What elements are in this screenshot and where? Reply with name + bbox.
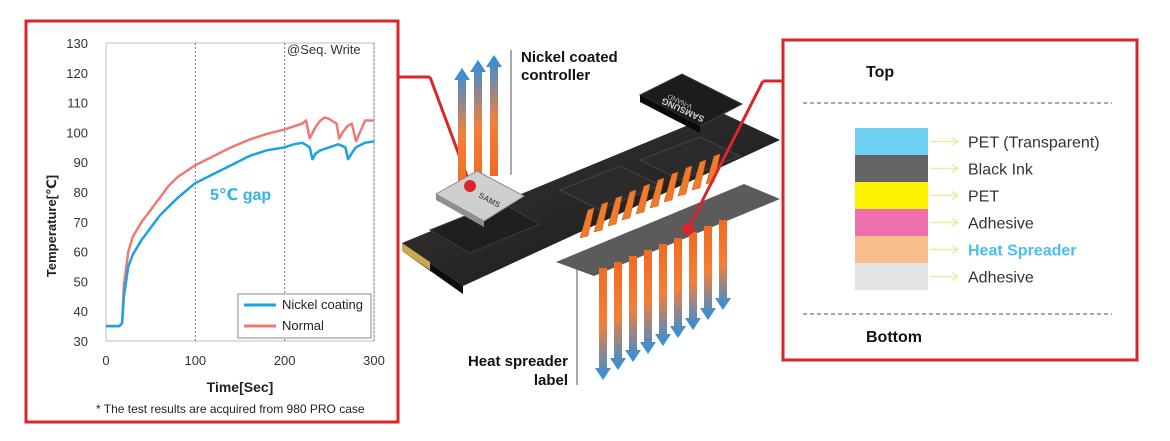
heat-arrow-down <box>655 244 671 346</box>
heat-spreader-fin <box>607 195 623 227</box>
layer-arrow-icon <box>930 271 960 282</box>
layer-label: PET <box>968 189 999 206</box>
gridlines <box>194 43 375 341</box>
layers-frame <box>781 38 1139 362</box>
heat-arrows-up <box>454 55 502 190</box>
heat-spreader-fin <box>593 201 609 233</box>
series-lines <box>106 116 375 328</box>
y-tick-label: 90 <box>74 155 88 170</box>
controller-chip: SAMS <box>434 170 525 227</box>
heat-spreader-fin <box>621 189 637 221</box>
layer-swatch <box>855 263 928 290</box>
heat-spreader-fin <box>635 183 651 215</box>
layer-arrow-icon <box>930 163 960 174</box>
heat-spreader-fin <box>579 207 595 239</box>
heat-arrow-up <box>470 60 486 182</box>
y-tick-label: 30 <box>74 334 88 349</box>
heat-arrow-up <box>486 55 502 176</box>
heat-arrow-down <box>700 226 716 320</box>
x-tick-labels: 0 100 200 300 <box>102 353 384 368</box>
layer-swatch <box>855 236 928 263</box>
layer-arrow-icon <box>930 244 960 255</box>
y-tick-label: 110 <box>67 96 88 111</box>
heat-arrow-up <box>454 68 470 190</box>
heat-arrow-down <box>670 238 686 338</box>
plot-area: 30 40 50 60 70 80 90 100 110 120 130 0 100 200 300 <box>66 36 385 368</box>
y-tick-label: 60 <box>74 245 88 260</box>
y-tick-label: 130 <box>66 36 88 51</box>
m2-connector <box>402 243 430 270</box>
y-tick-label: 70 <box>74 215 88 230</box>
heat-spreader-sheet <box>556 184 780 276</box>
layer-swatch <box>855 128 928 155</box>
layer-label: Adhesive <box>968 216 1034 233</box>
heat-arrow-down <box>685 232 701 330</box>
callout-connector-right <box>686 79 782 230</box>
pcb-components <box>428 136 742 254</box>
layer-label: Black Ink <box>968 162 1034 179</box>
layer-label: Heat Spreader <box>968 243 1077 260</box>
heat-arrow-down <box>595 268 611 380</box>
plot-background <box>105 42 375 342</box>
layer-swatch <box>855 209 928 236</box>
y-tick-label: 40 <box>74 304 88 319</box>
layer-arrow-icon <box>930 190 960 201</box>
layer-arrow-icon <box>930 217 960 228</box>
x-tick-label: 300 <box>363 353 385 368</box>
legend-box <box>237 293 372 339</box>
callout-dot-controller <box>464 180 476 192</box>
x-tick-label: 200 <box>274 353 296 368</box>
y-tick-labels: 30 40 50 60 70 80 90 100 110 120 130 <box>66 36 88 349</box>
layer-stack: PET (Transparent)Black InkPETAdhesiveHea… <box>855 128 1100 290</box>
x-tick-label: 100 <box>184 353 206 368</box>
y-tick-label: 50 <box>74 274 88 289</box>
heat-spreader-fins <box>579 153 721 239</box>
layer-swatch <box>855 155 928 182</box>
label-nickel-coated-line2: controller <box>521 67 590 84</box>
heat-arrows-down <box>595 220 731 380</box>
series-line-nickel-coating <box>106 140 375 328</box>
legend-label-nickel: Nickel coating <box>282 297 363 312</box>
layers-top-label: Top <box>866 64 894 81</box>
annotation-seq-write: @Seq. Write <box>287 42 361 57</box>
chart-footnote: * The test results are acquired from 980… <box>96 402 365 416</box>
heat-spreader-fin <box>691 159 707 191</box>
ssd-illustration: SAMS SAMSUNG V-NAND Nickel coated contro… <box>402 49 780 389</box>
layers-bottom-label: Bottom <box>866 329 922 346</box>
y-axis-label: Temperature[℃] <box>44 175 59 277</box>
x-tick-label: 0 <box>102 353 109 368</box>
heat-spreader-fin <box>663 171 679 203</box>
layer-label: PET (Transparent) <box>968 135 1100 152</box>
annotation-gap: 5℃ gap <box>210 187 271 204</box>
heat-arrow-down <box>715 220 731 310</box>
y-tick-label: 120 <box>66 66 88 81</box>
heat-arrow-down <box>640 250 656 354</box>
chart-panel: 30 40 50 60 70 80 90 100 110 120 130 0 100 200 300 @S… <box>24 19 400 424</box>
layer-arrow-icon <box>930 136 960 147</box>
heat-spreader-fin <box>677 165 693 197</box>
layer-swatch <box>855 182 928 209</box>
heat-arrow-down <box>625 256 641 362</box>
label-heat-spreader-line1: Heat spreader <box>468 353 568 370</box>
chart-legend: Nickel coating Normal <box>237 293 372 339</box>
label-heat-spreader-line2: label <box>534 372 568 389</box>
label-nickel-coated-line1: Nickel coated <box>521 49 618 66</box>
x-axis-label: Time[Sec] <box>207 379 274 395</box>
heat-spreader-fin <box>649 177 665 209</box>
y-tick-label: 80 <box>74 185 88 200</box>
y-tick-label: 100 <box>66 125 88 140</box>
layer-label: Adhesive <box>968 270 1034 287</box>
heat-arrow-down <box>610 262 626 370</box>
legend-label-normal: Normal <box>282 318 324 333</box>
series-line-normal <box>106 116 374 328</box>
